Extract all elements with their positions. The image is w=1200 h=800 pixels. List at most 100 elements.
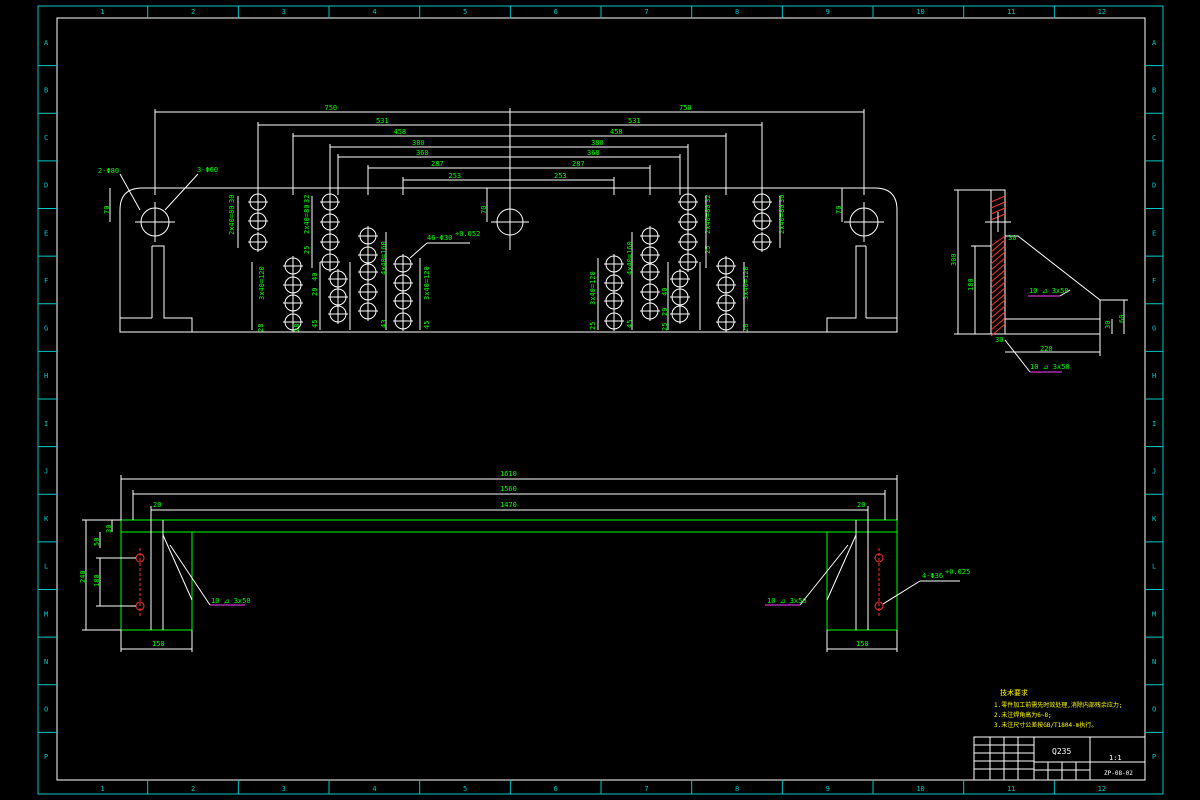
- label-big-holes: 2-Φ80: [98, 167, 119, 175]
- top-dim-1560: 1560: [500, 485, 517, 493]
- zone-row-label: E: [44, 229, 48, 237]
- top-dim-150-left: 150: [152, 640, 165, 648]
- hatch-line: [990, 245, 1006, 259]
- hatch-line: [990, 299, 1006, 313]
- top-dim-1470: 1470: [500, 501, 517, 509]
- top-dim-50: 50: [93, 538, 101, 546]
- group-label-right: 25: [704, 246, 712, 254]
- dim-70-center: 70: [480, 206, 488, 214]
- zone-row-label: J: [1152, 467, 1156, 475]
- zone-row-label: M: [1152, 610, 1156, 618]
- side-weld-1: 10 ⊿ 3x50: [1029, 287, 1069, 295]
- left-foot: [152, 245, 193, 332]
- label-top-holes: 3-Φ60: [197, 166, 218, 174]
- zone-row-label: D: [1152, 182, 1156, 190]
- zone-row-label: E: [1152, 229, 1156, 237]
- zone-col-label: 10: [916, 8, 924, 16]
- top-weld-right: 10 ⊿ 3x50: [767, 597, 807, 605]
- top-weld-left: 10 ⊿ 3x50: [211, 597, 251, 605]
- hatch-line: [990, 269, 1006, 283]
- group-label-right: 30: [778, 195, 786, 203]
- group-label-left: 3x40=120: [423, 266, 431, 300]
- group-label-left: 43: [380, 320, 388, 328]
- zone-row-label: F: [44, 277, 48, 285]
- leader: [164, 173, 199, 211]
- material-text: Q235: [1052, 747, 1071, 756]
- zone-row-label: N: [1152, 658, 1156, 666]
- zone-col-label: 1: [100, 785, 104, 793]
- side-view: 300 180 30 30 220 30 60 10 ⊿ 3x50 10 ⊿ 3…: [950, 189, 1128, 373]
- hatch-line: [990, 235, 1006, 247]
- dim-70-left: 70: [103, 206, 111, 214]
- zone-col-label: 6: [554, 785, 558, 793]
- dim-top-right: 750: [679, 104, 692, 112]
- zone-row-label: A: [44, 39, 49, 47]
- group-label-left: 4x40=160: [380, 241, 388, 275]
- leader: [409, 242, 428, 259]
- zone-row-label: P: [1152, 753, 1156, 761]
- group-label-right: 4x40=160: [626, 241, 634, 275]
- notes-line-2: 2.未注焊角高为6~8;: [994, 711, 1052, 719]
- weld-leader: [799, 544, 849, 606]
- zone-col-label: 9: [826, 8, 830, 16]
- side-dimension-lines: [954, 189, 1128, 373]
- right-foot: [826, 245, 866, 332]
- dim-top-left: 750: [325, 104, 338, 112]
- front-plate-outline: [119, 187, 898, 333]
- dim-top-right: 287: [572, 160, 585, 168]
- zone-row-label: H: [1152, 372, 1156, 380]
- hatch-line: [990, 323, 1006, 337]
- hatch-line: [990, 263, 1006, 277]
- dim-70-right: 70: [835, 206, 843, 214]
- top-right-gusset: [826, 534, 857, 601]
- zone-col-label: 10: [916, 785, 924, 793]
- group-label-right: 28: [742, 324, 750, 332]
- dim-top-left: 253: [449, 172, 462, 180]
- hatch-line: [990, 239, 1006, 253]
- zone-col-label: 2: [191, 785, 195, 793]
- zone-row-label: P: [44, 753, 48, 761]
- hatch-line: [990, 257, 1006, 271]
- zone-col-label: 3: [282, 8, 286, 16]
- top-beam: [120, 519, 898, 533]
- notes-line-1: 1.零件加工前需先时效处理,消除内部残余应力;: [994, 701, 1122, 709]
- zone-row-label: I: [1152, 420, 1156, 428]
- zone-col-label: 4: [372, 785, 376, 793]
- zone-col-label: 8: [735, 785, 739, 793]
- weld-leader: [1004, 339, 1031, 373]
- hatch-line: [990, 251, 1006, 265]
- side-weld-2: 10 ⊿ 3x50: [1030, 363, 1070, 371]
- outer-frame: [37, 5, 1164, 795]
- dim-top-left: 287: [431, 160, 444, 168]
- side-plate: [990, 189, 1006, 335]
- zone-col-label: 5: [463, 785, 467, 793]
- label-mid-holes-tol: +0.052: [455, 230, 480, 238]
- zone-row-label: H: [44, 372, 48, 380]
- group-label-left: 45: [311, 320, 319, 328]
- group-label-left: 3x40=120: [258, 266, 266, 300]
- group-label-right: 45: [626, 320, 634, 328]
- side-dim-30-right: 30: [1104, 321, 1112, 329]
- zone-col-label: 11: [1007, 8, 1015, 16]
- top-right-foot: [826, 531, 898, 631]
- zone-row-label: C: [44, 134, 48, 142]
- side-dim-width: 220: [1040, 345, 1053, 353]
- zone-col-label: 7: [644, 8, 648, 16]
- group-label-left: 29: [311, 288, 319, 296]
- hatch-line: [990, 281, 1006, 295]
- hatch-line: [990, 287, 1006, 301]
- top-left-gusset: [162, 534, 193, 601]
- group-label-left: 32: [303, 195, 311, 203]
- zone-marks: [38, 6, 1163, 794]
- title-block-frame: [973, 736, 1146, 781]
- dim-top-right: 360: [587, 149, 600, 157]
- group-label-left: 28: [293, 324, 301, 332]
- zone-row-label: G: [1152, 325, 1156, 333]
- hatch-line: [990, 311, 1006, 325]
- zone-row-label: K: [44, 515, 49, 523]
- group-label-right: 40: [661, 288, 669, 296]
